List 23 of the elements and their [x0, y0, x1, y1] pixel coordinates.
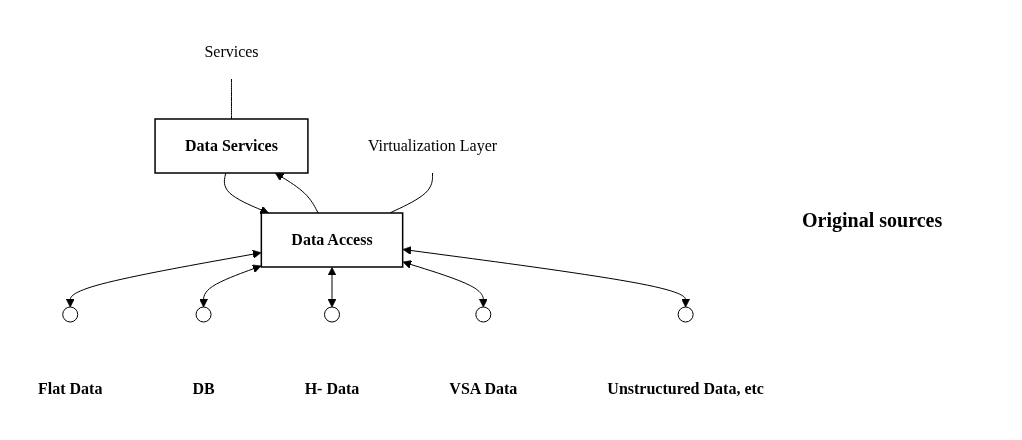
- arrow: [402, 245, 691, 307]
- node-label: VSA Data: [449, 379, 518, 397]
- group-label: Original sources: [802, 208, 944, 232]
- node-circle: [475, 306, 492, 322]
- node-box: Data Access: [260, 211, 404, 268]
- node-circle: [677, 306, 694, 322]
- node-circle: [324, 306, 341, 322]
- arrow: [199, 264, 262, 307]
- node-label: H- Data: [304, 379, 360, 397]
- arrow: [327, 266, 337, 307]
- node-box: Data Services: [154, 117, 309, 174]
- arrow: [402, 259, 488, 307]
- node-label: DB: [192, 379, 215, 397]
- arrow: [274, 172, 319, 213]
- node-circle: [195, 306, 212, 322]
- node-text: Services: [204, 42, 259, 60]
- node-label: Unstructured Data, etc: [607, 379, 764, 397]
- arrow: [223, 172, 269, 214]
- connector: [231, 78, 233, 119]
- node-text: Virtualization Layer: [367, 136, 498, 154]
- arrow: [65, 249, 262, 307]
- node-label: Flat Data: [38, 379, 103, 397]
- node-circle: [62, 306, 79, 322]
